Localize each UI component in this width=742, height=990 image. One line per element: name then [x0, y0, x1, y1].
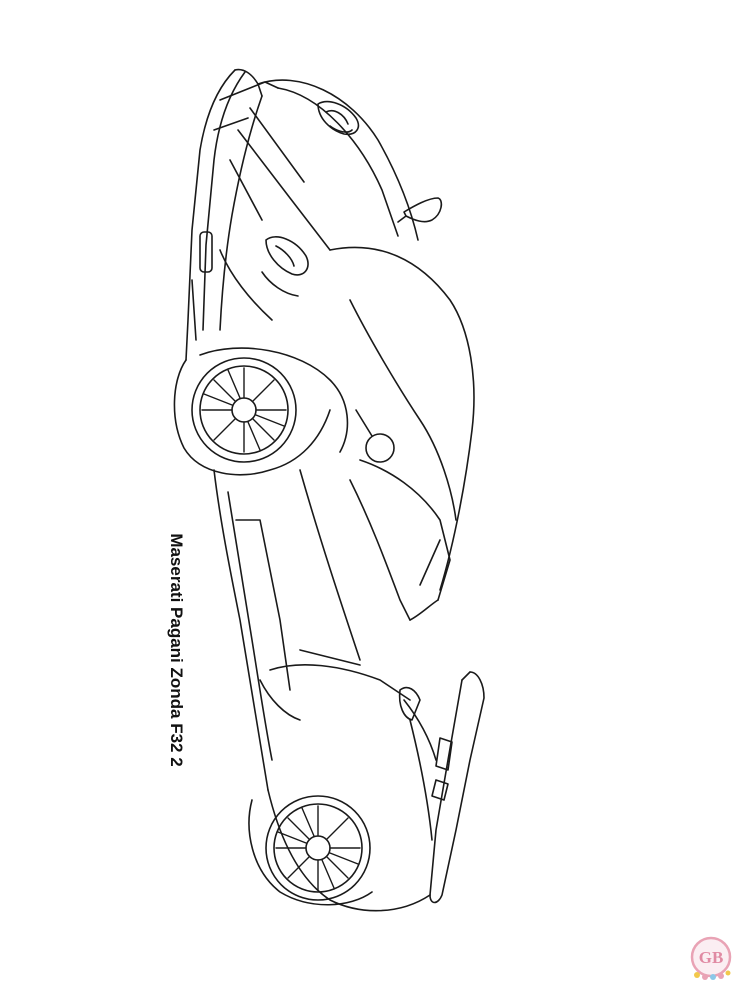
gb-logo-icon: GB	[690, 936, 732, 980]
logo-text: GB	[699, 948, 724, 967]
car-caption: Maserati Pagani Zonda F32 2	[167, 533, 186, 767]
